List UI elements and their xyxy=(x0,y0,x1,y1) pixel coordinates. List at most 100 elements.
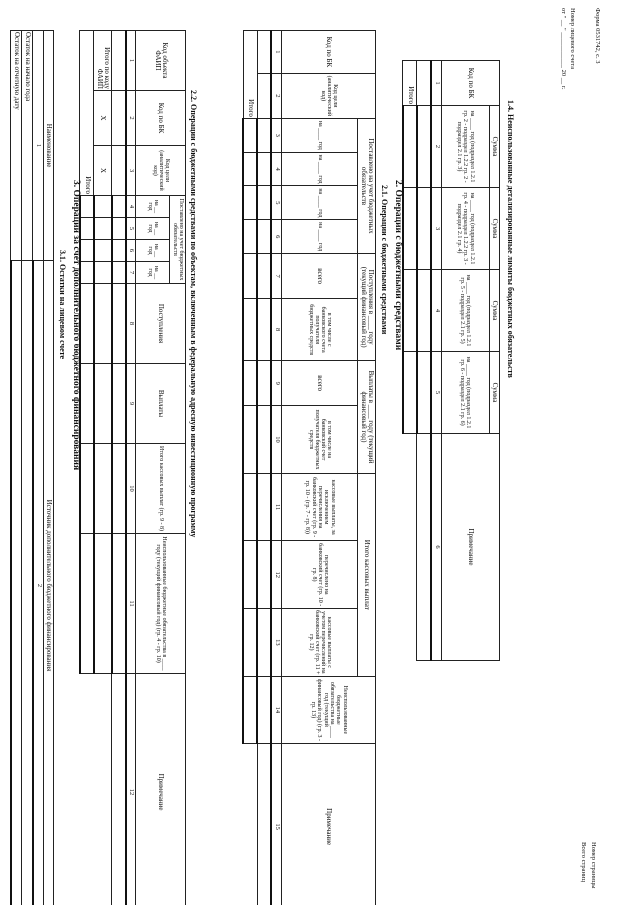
total-cell[interactable] xyxy=(243,298,258,361)
col-num: 7 xyxy=(125,261,136,284)
total-cell[interactable] xyxy=(79,533,94,674)
total-cell[interactable] xyxy=(93,195,112,218)
total-cell[interactable] xyxy=(79,261,94,284)
col-num: 6 xyxy=(125,239,136,262)
section-3-title: 3. Операции за счет дополнительного бюдж… xyxy=(71,180,81,471)
section-1-4-table: Код по БК Сумма Сумма Сумма Сумма Примеч… xyxy=(402,60,500,661)
data-cell[interactable] xyxy=(257,73,272,119)
col-receipts: Поступления в ____ году (текущий финансо… xyxy=(357,253,376,361)
total-cell[interactable] xyxy=(243,540,258,609)
x-cell: X xyxy=(93,90,112,146)
data-cell[interactable] xyxy=(257,676,272,744)
col-kbk: Код по БК xyxy=(441,60,500,106)
col-goal: Код цели (аналитический код) xyxy=(281,73,376,119)
section-3-1-table: Наименование Источник дополнительного бю… xyxy=(10,30,54,905)
data-cell[interactable] xyxy=(257,473,272,541)
col-num: 2 xyxy=(32,260,44,905)
data-cell[interactable] xyxy=(257,185,272,220)
col-year: на __ год xyxy=(135,261,170,284)
data-cell[interactable] xyxy=(111,145,126,196)
data-cell[interactable] xyxy=(257,608,272,677)
total-cell[interactable] xyxy=(93,363,112,444)
data-cell[interactable] xyxy=(416,433,431,661)
col-cash-excl: кассовые выплаты, за исключением перечис… xyxy=(281,473,358,541)
empty-cell xyxy=(94,674,112,905)
data-cell[interactable] xyxy=(416,351,431,434)
total-cell[interactable] xyxy=(79,283,94,364)
data-cell[interactable] xyxy=(257,405,272,474)
data-cell[interactable] xyxy=(257,540,272,609)
col-note: Примечание xyxy=(441,433,500,661)
rotated-form-sheet: Форма 0531742, с. 3 Номер лицевого счета… xyxy=(0,8,601,905)
col-cash-incl: кассовые выплаты с учетом перечислений н… xyxy=(281,608,358,677)
total-cell[interactable] xyxy=(93,443,112,534)
col-posted: Поставлено на учет бюджетных обязательст… xyxy=(169,195,186,284)
data-cell[interactable] xyxy=(416,60,431,106)
col-num: 6 xyxy=(271,219,282,254)
data-cell[interactable] xyxy=(111,673,126,905)
total-cell[interactable] xyxy=(402,351,417,434)
col-year: на __ год xyxy=(135,195,170,218)
data-cell[interactable] xyxy=(257,118,272,153)
total-cell[interactable] xyxy=(243,405,258,474)
data-cell[interactable] xyxy=(416,187,431,270)
total-cell[interactable] xyxy=(402,105,417,188)
data-cell[interactable] xyxy=(111,283,126,364)
col-cash: Итого кассовых выплат (гр. 9 - 8) xyxy=(135,443,186,534)
total-cell[interactable] xyxy=(93,283,112,364)
total-cell[interactable] xyxy=(93,239,112,262)
empty-cell xyxy=(80,674,94,905)
data-cell[interactable] xyxy=(10,260,22,905)
col-num: 5 xyxy=(271,185,282,220)
data-cell[interactable] xyxy=(111,30,126,91)
data-cell[interactable] xyxy=(257,30,272,74)
col-num: 2 xyxy=(125,90,136,146)
total-cell[interactable] xyxy=(79,217,94,240)
total-cell[interactable] xyxy=(243,360,258,406)
col-obj-code: Код объекта ФАИП xyxy=(135,30,186,91)
data-cell[interactable] xyxy=(111,363,126,444)
total-cell[interactable] xyxy=(243,118,258,153)
col-total: всего xyxy=(281,360,358,406)
col-num: 8 xyxy=(125,283,136,364)
data-cell[interactable] xyxy=(111,261,126,284)
data-cell[interactable] xyxy=(111,90,126,146)
data-cell[interactable] xyxy=(111,239,126,262)
total-cell[interactable] xyxy=(79,195,94,218)
total-cell[interactable] xyxy=(402,187,417,270)
total-label: Итого xyxy=(243,30,258,119)
total-cell[interactable] xyxy=(243,185,258,220)
total-cell[interactable] xyxy=(93,261,112,284)
data-cell[interactable] xyxy=(111,195,126,218)
data-cell[interactable] xyxy=(257,360,272,406)
col-kbk: Код по БК xyxy=(281,30,376,74)
total-cell[interactable] xyxy=(93,217,112,240)
data-cell[interactable] xyxy=(111,533,126,674)
total-cell[interactable] xyxy=(243,473,258,541)
total-cell[interactable] xyxy=(243,676,258,744)
total-cell[interactable] xyxy=(79,239,94,262)
data-cell[interactable] xyxy=(257,152,272,186)
data-cell[interactable] xyxy=(257,219,272,254)
total-cell[interactable] xyxy=(243,253,258,299)
total-cell[interactable] xyxy=(402,269,417,352)
total-cell[interactable] xyxy=(79,443,94,534)
col-num: 4 xyxy=(271,152,282,186)
total-cell[interactable] xyxy=(79,363,94,444)
col-num: 1 xyxy=(271,30,282,74)
col-num: 11 xyxy=(125,533,136,674)
data-cell[interactable] xyxy=(416,105,431,188)
col-num: 5 xyxy=(430,351,442,434)
data-cell[interactable] xyxy=(257,298,272,361)
data-cell[interactable] xyxy=(416,269,431,352)
data-cell[interactable] xyxy=(21,260,33,905)
data-cell[interactable] xyxy=(257,253,272,299)
total-cell[interactable] xyxy=(93,533,112,674)
data-cell[interactable] xyxy=(257,743,272,905)
total-cell[interactable] xyxy=(243,152,258,186)
col-num: 12 xyxy=(125,673,136,905)
total-cell[interactable] xyxy=(243,219,258,254)
data-cell[interactable] xyxy=(111,443,126,534)
total-cell[interactable] xyxy=(243,608,258,677)
data-cell[interactable] xyxy=(111,217,126,240)
